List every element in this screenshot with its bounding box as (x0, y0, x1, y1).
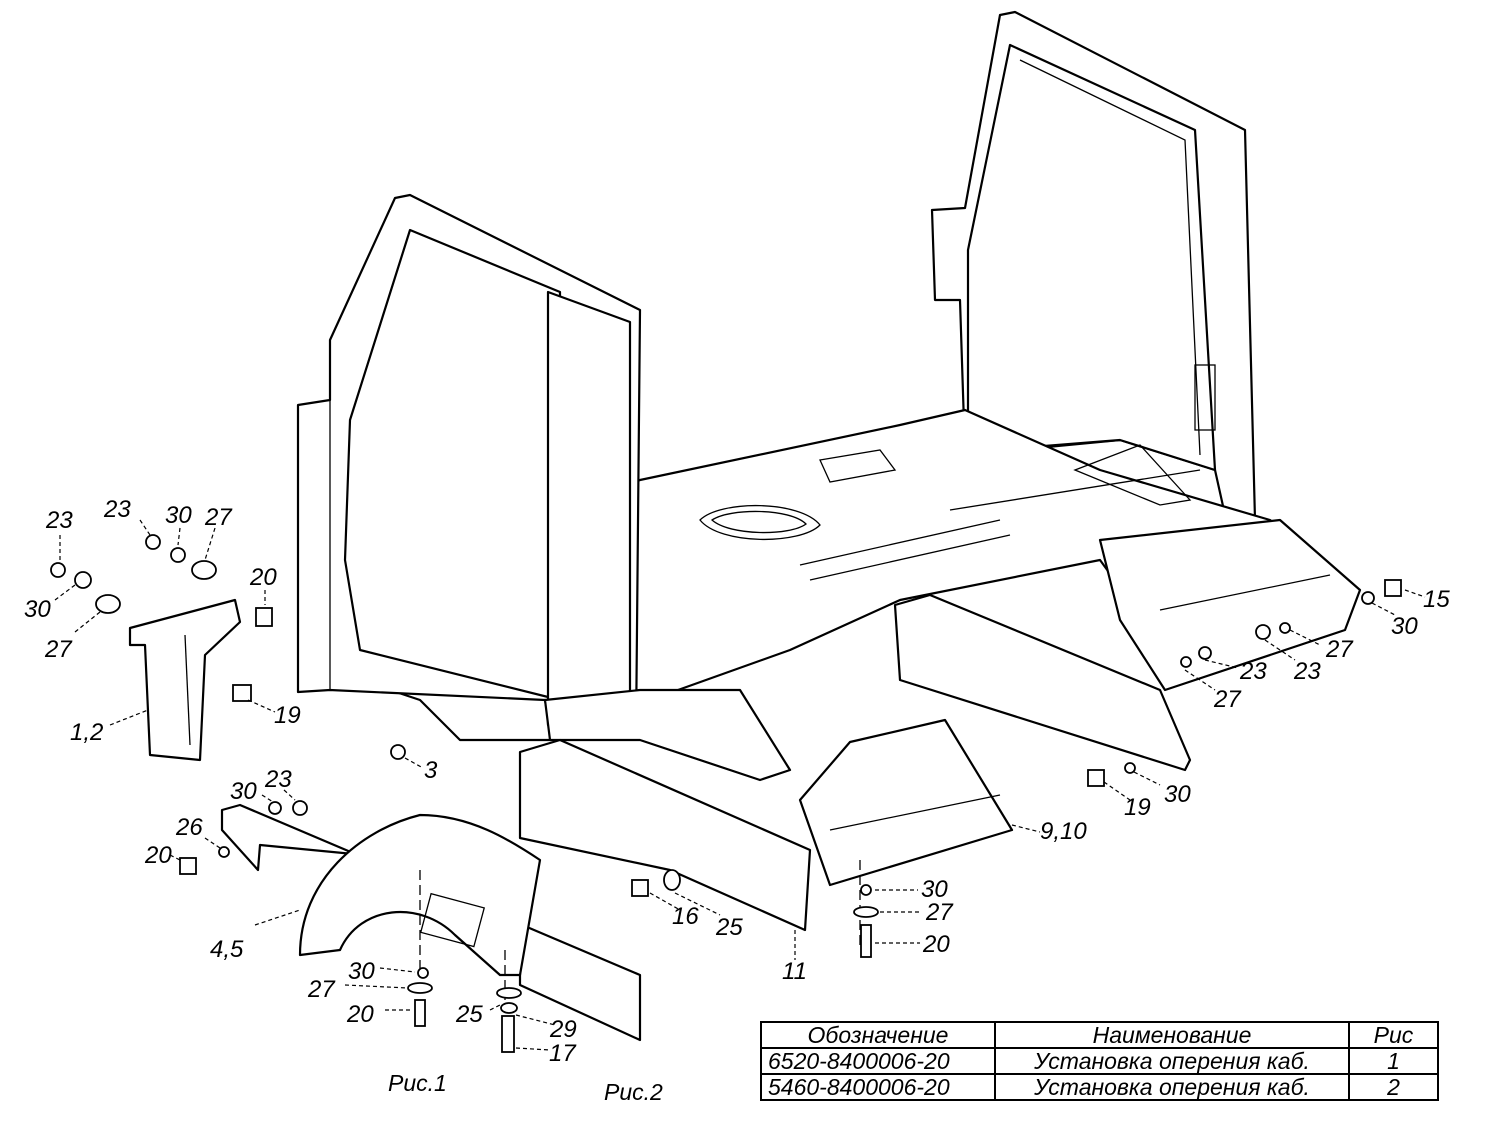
specification-table: Обозначение Наименование Рис 6520-840000… (760, 1021, 1439, 1101)
callout-19: 19 (274, 702, 301, 729)
callout-3: 3 (424, 757, 438, 784)
callout-23: 23 (264, 766, 292, 793)
callout-30: 30 (165, 502, 192, 529)
callout-25: 25 (715, 914, 743, 941)
panel-9-10 (798, 718, 1014, 887)
callout-23: 23 (1293, 658, 1321, 685)
callout-30: 30 (230, 778, 257, 805)
right-wheel-arch-panel (1098, 518, 1362, 692)
table-row: 5460-8400006-20 Установка оперения каб. … (760, 1073, 1439, 1101)
callout-23: 23 (1239, 658, 1267, 685)
left-door-frame (296, 193, 642, 737)
leader-lines (54, 519, 1426, 1051)
callout-15: 15 (1423, 586, 1450, 613)
callout-27: 27 (925, 899, 954, 926)
callout-4-5: 4,5 (210, 936, 244, 963)
bracket-1-2 (128, 598, 242, 762)
callout-30: 30 (24, 596, 51, 623)
callout-30: 30 (1391, 613, 1418, 640)
callout-23: 23 (45, 507, 73, 534)
callout-30: 30 (1164, 781, 1191, 808)
callout-29: 29 (549, 1016, 577, 1043)
callout-11: 11 (782, 958, 807, 985)
cell-figure: 2 (1348, 1073, 1439, 1101)
callout-27: 27 (44, 636, 73, 663)
callout-27: 27 (1213, 686, 1242, 713)
floor-support-structure (543, 688, 792, 782)
figure-1-caption: Рис.1 (388, 1070, 447, 1096)
callout-23: 23 (103, 496, 131, 523)
table-header-row: Обозначение Наименование Рис (760, 1021, 1439, 1049)
cell-figure: 1 (1348, 1047, 1439, 1075)
header-designation: Обозначение (760, 1021, 996, 1049)
callout-27: 27 (1325, 636, 1354, 663)
panel-11 (518, 738, 812, 932)
table-row: 6520-8400006-20 Установка оперения каб. … (760, 1047, 1439, 1075)
rear-side-panel (893, 593, 1192, 772)
header-figure: Рис (1348, 1021, 1439, 1049)
callout-20: 20 (144, 842, 172, 869)
callout-30: 30 (348, 958, 375, 985)
callout-27: 27 (307, 976, 336, 1003)
callout-20: 20 (249, 564, 277, 591)
assembly-line (419, 860, 861, 1030)
callout-17: 17 (549, 1040, 577, 1067)
cell-name: Установка оперения каб. (994, 1047, 1350, 1075)
callout-16: 16 (672, 903, 699, 930)
figure-2-caption: Рис.2 (604, 1079, 663, 1105)
callout-19: 19 (1124, 794, 1151, 821)
callout-20: 20 (346, 1001, 374, 1028)
callout-26: 26 (175, 814, 203, 841)
callout-25: 25 (455, 1001, 483, 1028)
fasteners (50, 534, 1402, 1053)
callout-20: 20 (922, 931, 950, 958)
cell-name: Установка оперения каб. (994, 1073, 1350, 1101)
cell-designation: 5460-8400006-20 (760, 1073, 996, 1101)
cell-designation: 6520-8400006-20 (760, 1047, 996, 1075)
right-door-frame (930, 10, 1257, 522)
callout-9-10: 9,10 (1040, 818, 1087, 845)
header-name: Наименование (994, 1021, 1350, 1049)
callout-27: 27 (204, 504, 233, 531)
callout-1-2: 1,2 (70, 719, 103, 746)
callout-30: 30 (921, 876, 948, 903)
